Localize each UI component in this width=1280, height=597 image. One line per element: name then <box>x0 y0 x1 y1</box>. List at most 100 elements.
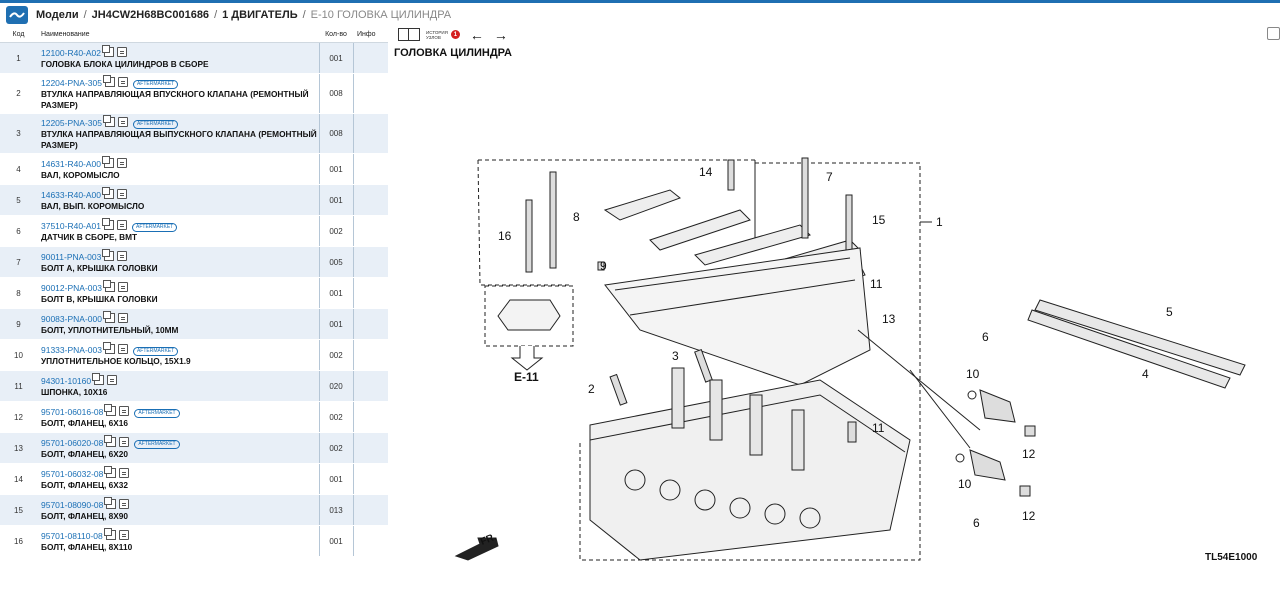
callout-label[interactable]: 4 <box>1142 367 1149 381</box>
callout-label[interactable]: 5 <box>1166 305 1173 319</box>
document-icon[interactable] <box>118 530 129 540</box>
part-number-link[interactable]: 91333-PNA-003 <box>41 344 102 355</box>
copy-icon[interactable] <box>104 403 117 416</box>
copy-icon[interactable] <box>102 280 115 292</box>
document-icon[interactable] <box>117 47 128 57</box>
column-header-info[interactable]: Инфо <box>353 27 388 43</box>
part-number-link[interactable]: 95701-08090-08 <box>41 500 104 510</box>
callout-label[interactable]: 12 <box>1022 509 1036 523</box>
document-icon[interactable] <box>119 499 130 509</box>
copy-icon[interactable] <box>102 217 115 230</box>
part-number-link[interactable]: 95701-06032-08 <box>41 469 104 479</box>
part-number-link[interactable]: 95701-06020-08 <box>41 437 104 448</box>
part-number-link[interactable]: 14631-R40-A00 <box>41 159 102 169</box>
document-icon[interactable] <box>117 282 128 292</box>
reference-link-e11[interactable]: E-11 <box>514 370 539 384</box>
callout-label[interactable]: 1 <box>936 215 943 229</box>
part-number-link[interactable]: 12100-R40-A02 <box>41 48 102 58</box>
copy-icon[interactable] <box>102 115 115 127</box>
app-logo-icon[interactable] <box>6 6 28 24</box>
callout-label[interactable]: 2 <box>588 382 595 396</box>
copy-icon[interactable] <box>104 434 117 447</box>
history-button[interactable]: ИСТОРИЯ УЗЛОВ <box>426 30 448 40</box>
part-number-link[interactable]: 37510-R40-A01 <box>41 220 102 231</box>
column-header-code[interactable]: Код <box>0 27 37 43</box>
layout-toggle-icon[interactable] <box>398 28 420 41</box>
document-icon[interactable] <box>117 189 128 199</box>
copy-icon[interactable] <box>92 373 105 385</box>
option-checkbox[interactable] <box>1267 27 1280 40</box>
callout-label[interactable]: 3 <box>672 349 679 363</box>
aftermarket-badge[interactable]: AFTERMARKET <box>134 439 180 449</box>
document-icon[interactable] <box>117 251 128 261</box>
back-arrow-icon[interactable]: ← <box>469 26 484 43</box>
document-icon[interactable] <box>117 343 128 354</box>
column-header-qty[interactable]: Кол-во <box>319 27 353 43</box>
callout-label[interactable]: 12 <box>1022 447 1036 461</box>
callout-label[interactable]: 6 <box>973 516 980 530</box>
document-icon[interactable] <box>117 117 128 127</box>
copy-icon[interactable] <box>102 156 115 168</box>
copy-icon[interactable] <box>102 45 115 57</box>
callout-label[interactable]: 6 <box>982 330 989 344</box>
document-icon[interactable] <box>119 405 130 416</box>
callout-label[interactable]: 14 <box>699 165 713 179</box>
callout-label[interactable]: 9 <box>600 259 607 273</box>
callout-label[interactable]: 11 <box>870 277 883 291</box>
callout-label[interactable]: 15 <box>872 213 886 227</box>
copy-icon[interactable] <box>102 75 115 87</box>
aftermarket-badge[interactable]: AFTERMARKET <box>132 120 179 129</box>
part-number-link[interactable]: 90012-PNA-003 <box>41 283 102 293</box>
document-icon[interactable] <box>107 375 118 385</box>
copy-icon[interactable] <box>102 311 115 323</box>
copy-icon[interactable] <box>104 497 117 509</box>
part-number-link[interactable]: 12205-PNA-305 <box>41 118 102 128</box>
aftermarket-badge[interactable]: AFTERMARKET <box>132 222 178 232</box>
document-icon[interactable] <box>119 436 130 447</box>
callout-label[interactable]: 13 <box>882 312 896 326</box>
callout-label[interactable]: 8 <box>573 210 580 224</box>
aftermarket-badge[interactable]: AFTERMARKET <box>132 80 179 89</box>
part-number-link[interactable]: 94301-10160 <box>41 376 92 386</box>
document-icon[interactable] <box>117 313 128 323</box>
breadcrumb-models[interactable]: Модели <box>36 9 79 21</box>
copy-icon[interactable] <box>102 341 115 354</box>
callout-label[interactable]: 7 <box>826 170 833 184</box>
copy-icon[interactable] <box>104 466 117 478</box>
aftermarket-badge[interactable]: AFTERMARKET <box>132 346 179 356</box>
callout-label[interactable]: 10 <box>958 477 972 491</box>
part-number-link[interactable]: 90083-PNA-000 <box>41 314 102 324</box>
copy-icon[interactable] <box>102 187 115 199</box>
callout-label[interactable]: 16 <box>498 229 512 243</box>
document-icon[interactable] <box>119 468 130 478</box>
breadcrumb-engine[interactable]: 1 ДВИГАТЕЛЬ <box>222 9 298 21</box>
exploded-parts-diagram[interactable]: 1 2 3 4 5 6 6 7 8 9 10 10 11 11 12 12 13… <box>440 140 1260 580</box>
document-icon[interactable] <box>117 219 128 230</box>
document-icon[interactable] <box>117 158 128 168</box>
part-number-link[interactable]: 14633-R40-A00 <box>41 190 102 200</box>
breadcrumb-vin[interactable]: JH4CW2H68BC001686 <box>91 9 210 21</box>
part-number-link[interactable]: 90011-PNA-003 <box>41 252 102 262</box>
part-number-link[interactable]: 12204-PNA-305 <box>41 78 102 88</box>
copy-icon[interactable] <box>103 528 116 540</box>
column-header-name[interactable]: Наименование <box>37 27 319 43</box>
document-icon[interactable] <box>117 77 128 87</box>
callout-label[interactable]: 11 <box>872 421 885 435</box>
part-number-link[interactable]: 95701-06016-08 <box>41 406 104 417</box>
part-number-link[interactable]: 95701-08110-08 <box>41 531 103 541</box>
